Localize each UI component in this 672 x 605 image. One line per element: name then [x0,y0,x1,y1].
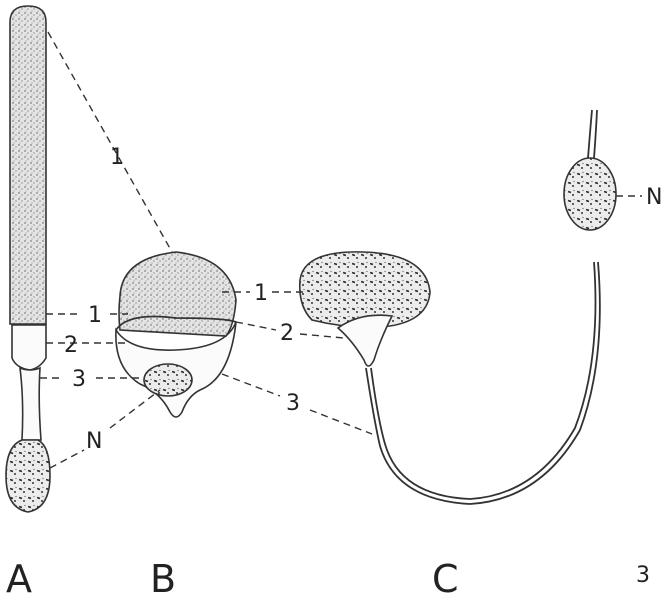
lead-2-c [300,334,344,338]
label-n-c: N [646,185,662,210]
panel-label-b: B [150,557,176,601]
lead-2-b [236,322,276,330]
figure-number: 3 [636,563,650,588]
panel-a-organism [6,6,50,512]
label-1-c: 1 [254,281,268,306]
lead-n-a [50,450,84,468]
label-2-c: 2 [280,321,294,346]
panel-b-organism [116,252,236,417]
lead-1-upper [48,32,172,252]
panel-label-c: C [432,557,459,601]
label-3-c: 3 [286,391,300,416]
label-n-a: N [86,429,102,454]
panel-c-organism [300,110,616,504]
label-2-a: 2 [64,333,78,358]
panel-c-apical-thread [588,110,597,158]
panel-c-nucleus-cell [564,158,616,230]
labels: 1 1 1 2 2 3 3 N N A B C 3 [6,145,662,601]
lead-n-b [110,390,160,428]
label-1-a: 1 [88,303,102,328]
panel-a-cell-2 [12,325,46,370]
label-1-top: 1 [110,145,124,170]
panel-a-stalk-3 [20,368,41,440]
leader-lines [40,32,642,468]
panel-a-cell-1 [10,6,46,324]
panel-a-nucleus-cell [6,440,50,512]
lead-3-c [222,374,280,396]
lead-3-d [310,410,372,434]
panel-label-a: A [6,557,32,601]
panel-b-nucleus [144,364,192,396]
label-3-a: 3 [72,367,86,392]
panel-b-upper-cell-1 [119,252,236,336]
panel-c-cell-2 [338,315,392,366]
